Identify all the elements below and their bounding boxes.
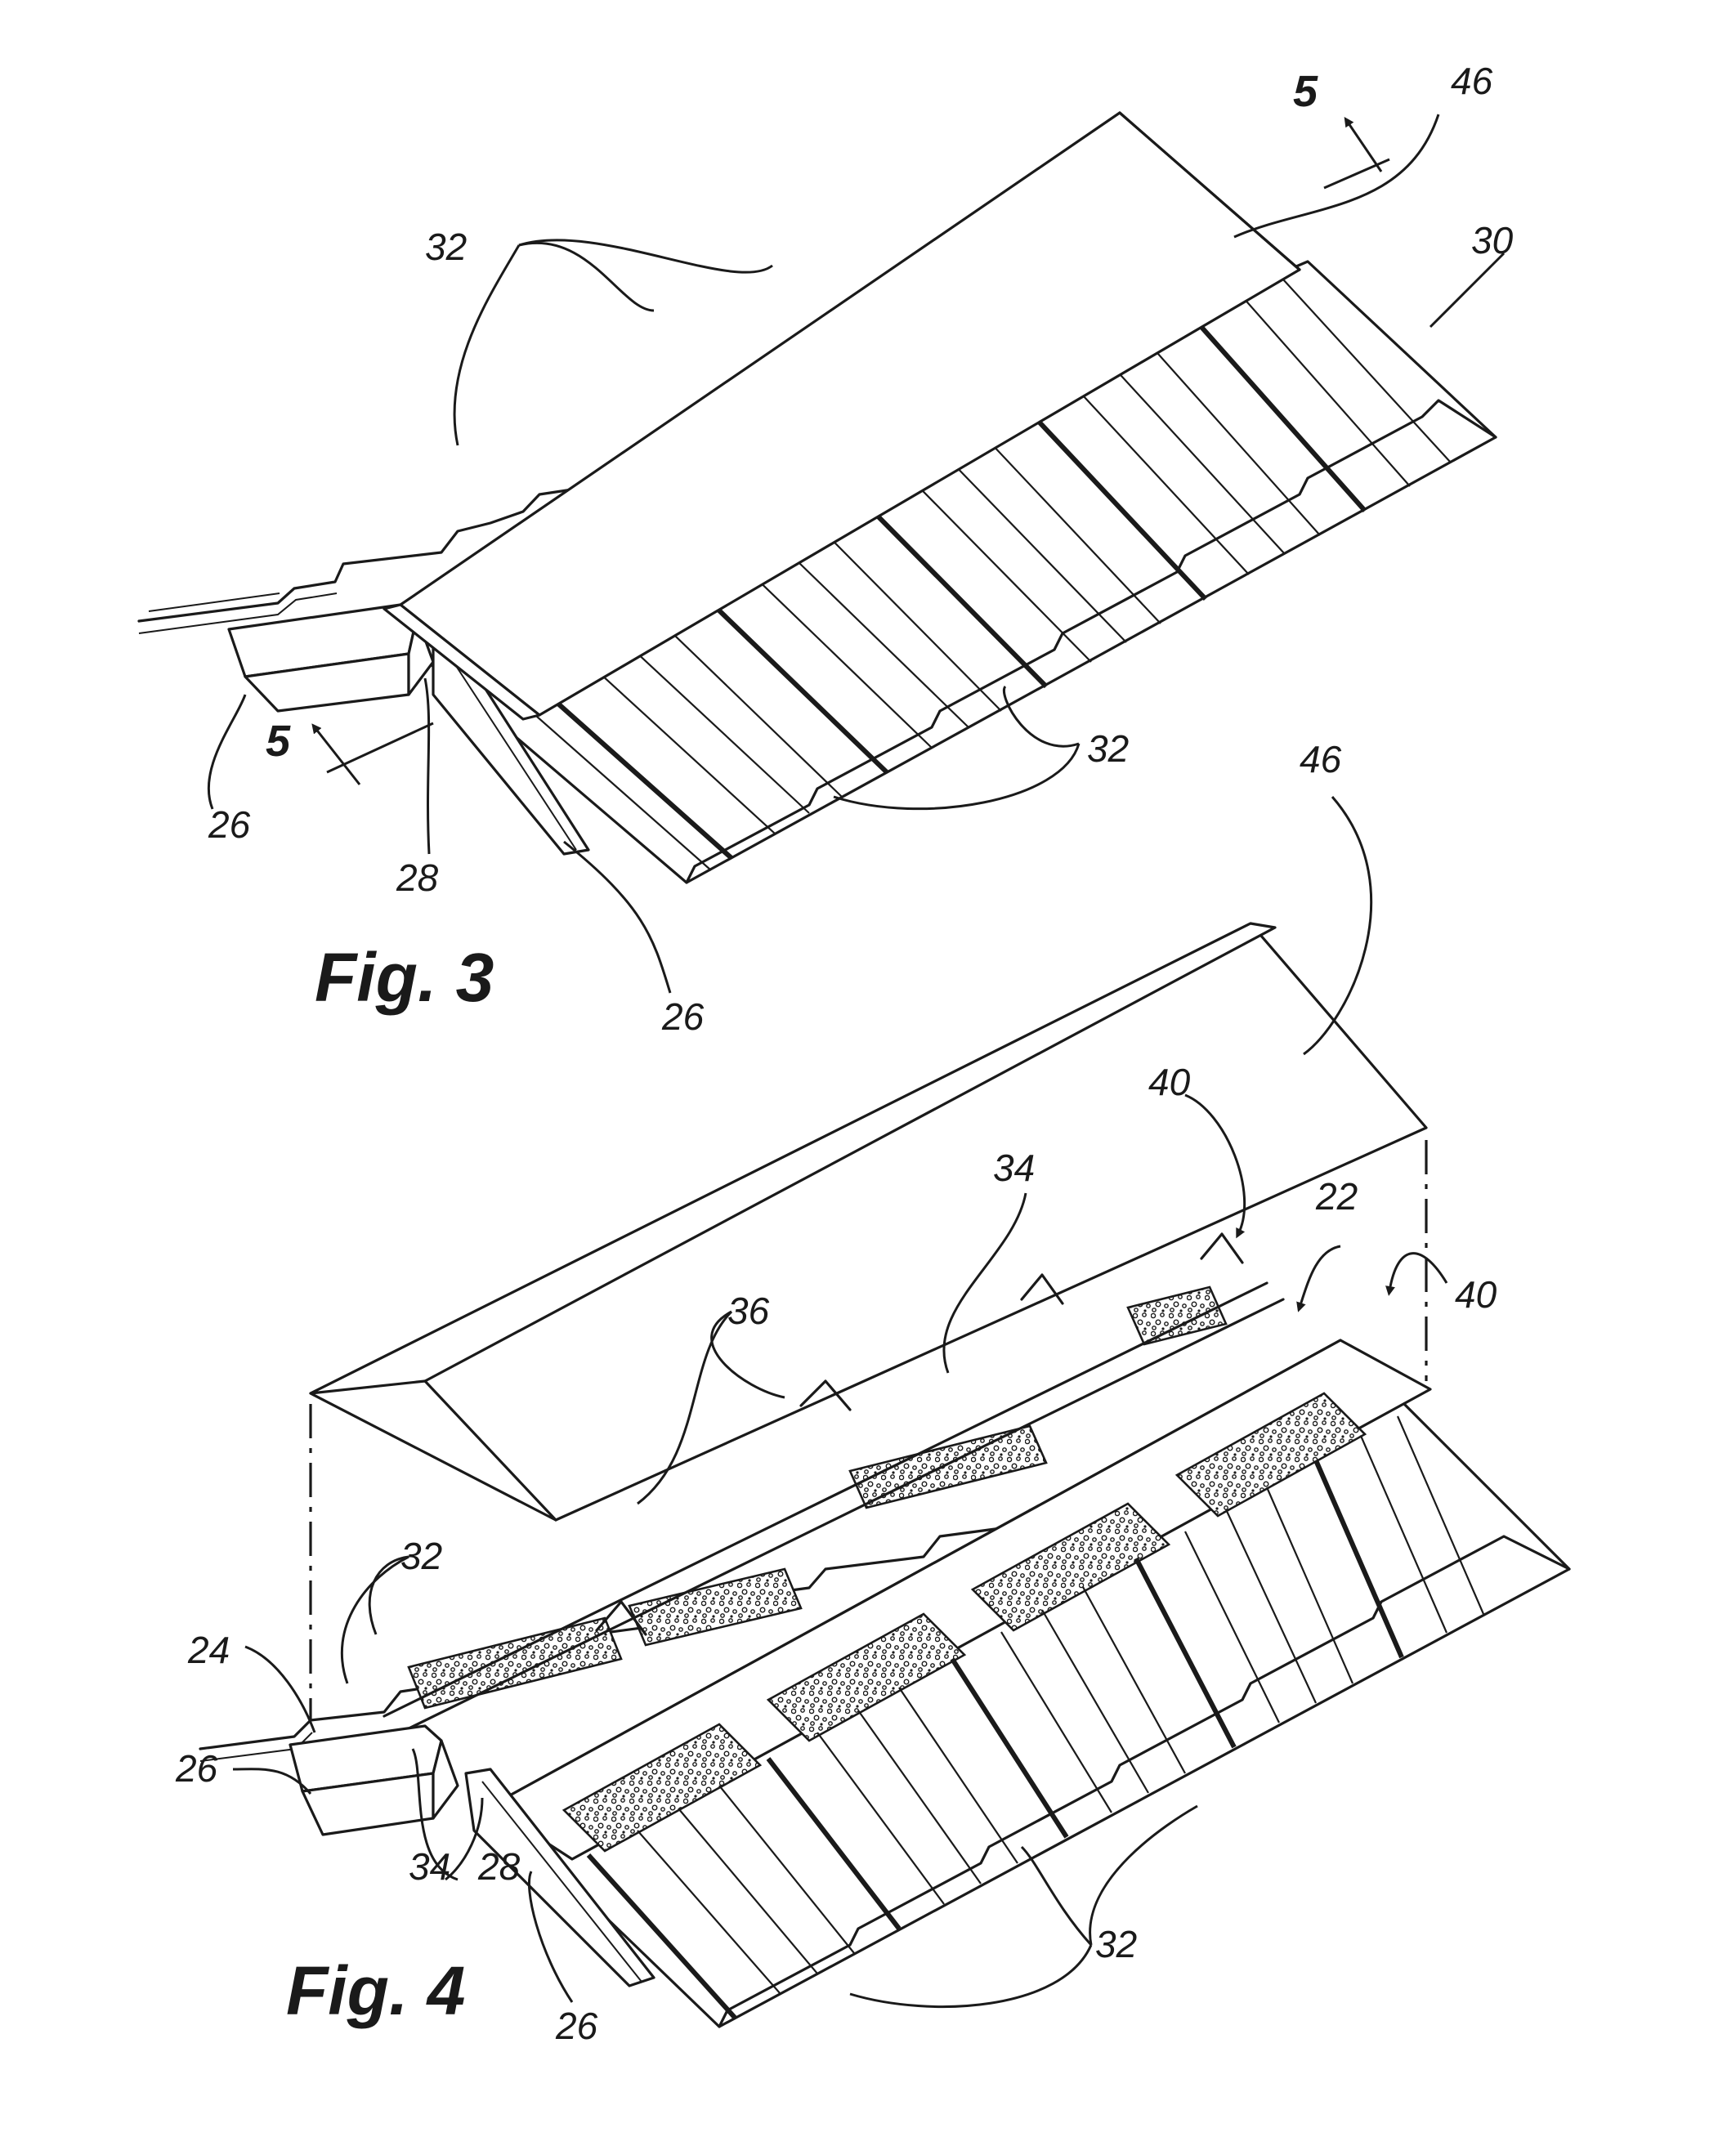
section-line-5-left: 5 bbox=[266, 717, 433, 785]
ref-22: 22 bbox=[1315, 1175, 1358, 1218]
ref-30: 30 bbox=[1471, 219, 1514, 262]
ref-46: 46 bbox=[1451, 60, 1493, 102]
ref-34-top: 34 bbox=[993, 1147, 1035, 1189]
figure-4: 46 40 34 22 40 36 32 24 26 34 28 32 26 F… bbox=[175, 738, 1569, 2047]
ref-40-top: 40 bbox=[1148, 1061, 1191, 1103]
ref-46: 46 bbox=[1300, 738, 1342, 780]
ref-26-left: 26 bbox=[175, 1747, 218, 1790]
ref-28: 28 bbox=[396, 856, 439, 899]
ref-32-bottom: 32 bbox=[1095, 1923, 1137, 1965]
ref-32-left: 32 bbox=[400, 1535, 442, 1577]
ref-36: 36 bbox=[727, 1290, 770, 1332]
figure-4-label: Fig. 4 bbox=[286, 1952, 465, 2029]
ref-24: 24 bbox=[187, 1629, 230, 1671]
ref-28: 28 bbox=[477, 1845, 521, 1888]
ref-34-bottom: 34 bbox=[409, 1845, 450, 1888]
ref-26-left: 26 bbox=[208, 803, 251, 846]
section-line-5-right: 5 bbox=[1293, 67, 1389, 188]
closure-block-left-4 bbox=[290, 1726, 458, 1835]
ref-40-right: 40 bbox=[1455, 1273, 1497, 1316]
figure-3: 5 5 46 30 32 32 26 26 28 bbox=[139, 60, 1514, 1038]
ref-32-bottom: 32 bbox=[1087, 727, 1129, 770]
ref-32-top: 32 bbox=[425, 226, 467, 268]
ref-26-bottom: 26 bbox=[661, 995, 705, 1038]
figure-3-label: Fig. 3 bbox=[315, 939, 494, 1016]
section-label-5-left: 5 bbox=[266, 717, 291, 766]
ref-26-bottom: 26 bbox=[555, 2005, 598, 2047]
section-label-5-right: 5 bbox=[1293, 67, 1318, 116]
